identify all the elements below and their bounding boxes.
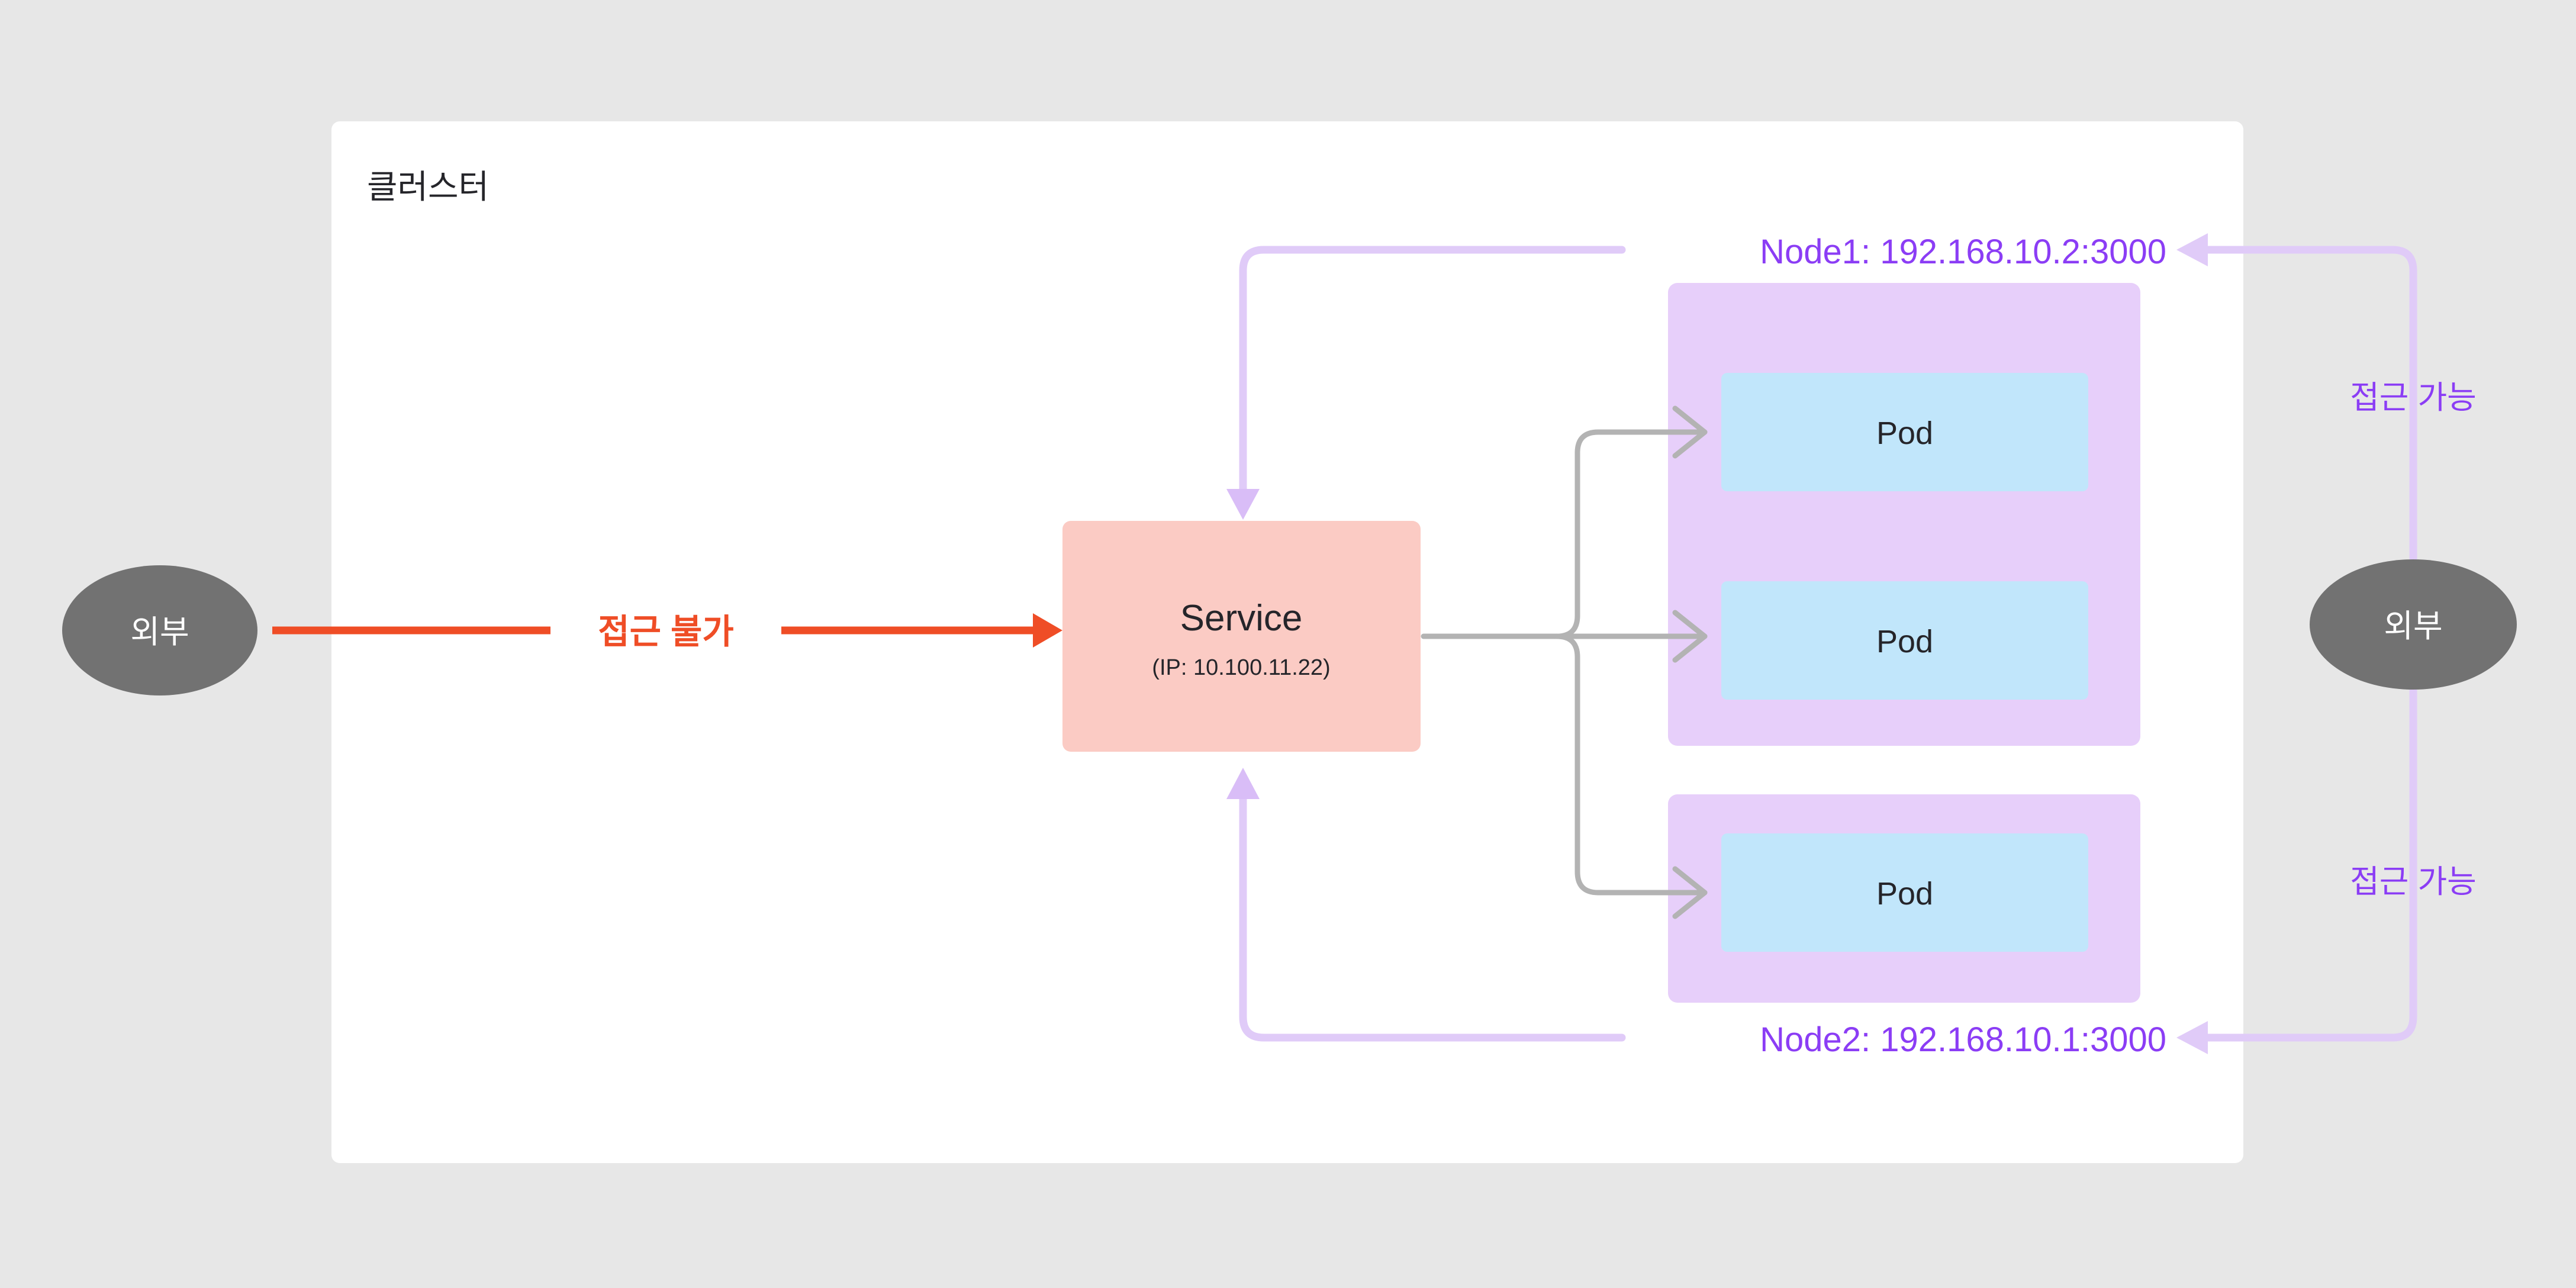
pod-label-node1-1: Pod (1876, 416, 1933, 451)
node1-to-service-arrowhead (1226, 489, 1260, 520)
external-right-label: 외부 (2384, 608, 2442, 644)
cluster-label: 클러스터 (367, 168, 489, 205)
external-right-trunk-bottom (2198, 677, 2417, 1042)
external-to-node1-arrowhead (2176, 233, 2208, 266)
service-to-pod3-arrowhead (1672, 866, 1708, 919)
service-box (1062, 521, 1421, 752)
service-to-pod3-line (1554, 633, 1708, 896)
node1-label: Node1: 192.168.10.2:3000 (1760, 233, 2166, 271)
allowed-bottom-label: 접근 가능 (2350, 864, 2477, 900)
node2-label: Node2: 192.168.10.1:3000 (1760, 1020, 2166, 1059)
external-right-trunk-top (2198, 246, 2417, 572)
service-to-pod2-arrowhead (1672, 610, 1708, 663)
service-subtitle: (IP: 10.100.11.22) (1152, 655, 1330, 680)
node2-to-service-arrowhead (1226, 768, 1260, 799)
pod-box-node1-2 (1721, 581, 2088, 700)
service-title: Service (1180, 598, 1303, 639)
pod-label-node2-1: Pod (1876, 876, 1933, 912)
pod-label-node1-2: Pod (1876, 624, 1933, 659)
denied-edge-label: 접근 불가 (598, 613, 734, 651)
external-left-ellipse (62, 565, 257, 695)
service-to-pod1-arrowhead (1672, 405, 1708, 459)
external-left-label: 외부 (130, 614, 189, 650)
pod-box-node2-1 (1721, 833, 2088, 952)
node2-to-service-line (1239, 789, 1626, 1042)
allowed-top-label: 접근 가능 (2350, 380, 2477, 416)
external-to-node2-arrowhead (2176, 1021, 2208, 1054)
pod-box-node1-1 (1721, 373, 2088, 491)
node1-to-service-line (1239, 246, 1626, 501)
denied-edge-arrowhead (1033, 613, 1062, 648)
external-right-ellipse (2310, 559, 2517, 690)
